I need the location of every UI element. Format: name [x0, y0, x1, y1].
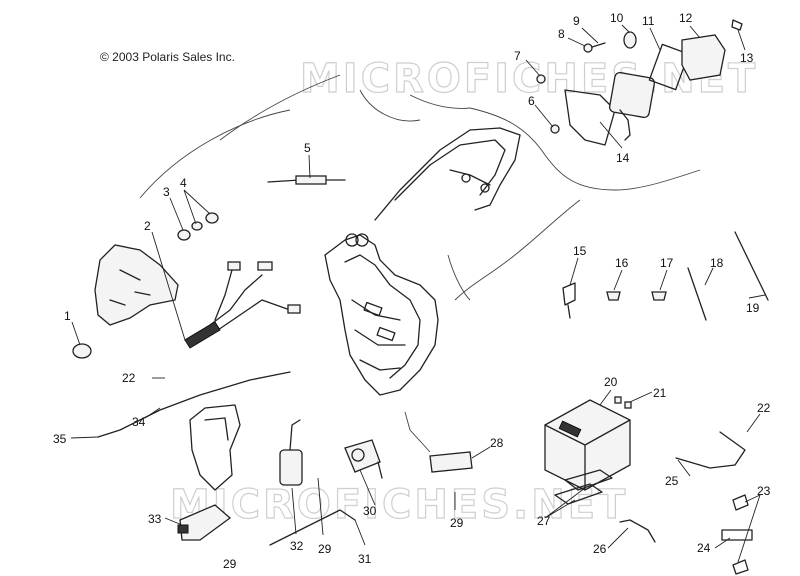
callout-25: 25: [665, 474, 679, 488]
callout-2: 2: [144, 219, 151, 233]
callout-leaders: [70, 24, 766, 563]
callout-17: 17: [660, 256, 674, 270]
relay: [404, 411, 473, 473]
callout-26: 26: [593, 542, 607, 556]
callout-22-left: 22: [122, 371, 136, 385]
body-panel-outline: [139, 74, 701, 301]
clips-and-ties: [562, 231, 769, 321]
callout-7: 7: [514, 49, 521, 63]
callout-5: 5: [304, 141, 311, 155]
callout-20: 20: [604, 375, 618, 389]
switch-knob: [177, 212, 219, 241]
callout-30: 30: [363, 504, 377, 518]
callout-3: 3: [163, 185, 170, 199]
battery-cables: [619, 431, 746, 543]
choke-cable: [267, 175, 346, 185]
cdi-module: [177, 504, 232, 541]
callout-33: 33: [148, 512, 162, 526]
callout-14: 14: [616, 151, 630, 165]
watermark-bottom: MICROFICHES.NET: [170, 482, 628, 528]
battery: [544, 396, 632, 491]
solenoid: [344, 439, 383, 479]
callout-4: 4: [180, 176, 187, 190]
callout-16: 16: [615, 256, 629, 270]
callout-34: 34: [132, 415, 146, 429]
callout-21: 21: [653, 386, 667, 400]
callout-29-module: 29: [223, 557, 237, 571]
callout-15: 15: [573, 244, 587, 258]
callout-12: 12: [679, 11, 693, 25]
callout-18: 18: [710, 256, 724, 270]
tail-frame: [374, 127, 521, 221]
copyright-notice: © 2003 Polaris Sales Inc.: [100, 50, 235, 64]
battery-strap: [721, 494, 753, 575]
front-cover: [72, 244, 179, 359]
callout-10: 10: [610, 11, 624, 25]
callout-8: 8: [558, 27, 565, 41]
wiring-harness: [184, 261, 301, 349]
callout-1: 1: [64, 309, 71, 323]
main-frame: [324, 233, 439, 396]
ignition-coil: [269, 419, 356, 546]
callout-35: 35: [53, 432, 67, 446]
callout-29-center: 29: [450, 516, 464, 530]
callout-29-coil: 29: [318, 542, 332, 556]
callout-27: 27: [537, 514, 551, 528]
callout-31: 31: [358, 552, 372, 566]
callout-13: 13: [740, 51, 754, 65]
callout-labels: 1 2 3 4 5 6 7 8 9 10 11 12 13 14 15 16 1…: [53, 11, 771, 571]
callout-9: 9: [573, 14, 580, 28]
callout-22-right: 22: [757, 401, 771, 415]
taillight-assembly: [536, 19, 743, 146]
callout-6: 6: [528, 94, 535, 108]
callout-11: 11: [642, 14, 655, 28]
battery-pads: [554, 469, 613, 505]
mounting-bracket: [97, 371, 291, 491]
callout-24: 24: [697, 541, 711, 555]
callout-23: 23: [757, 484, 771, 498]
callout-28: 28: [490, 436, 504, 450]
callout-32: 32: [290, 539, 304, 553]
callout-19: 19: [746, 301, 760, 315]
